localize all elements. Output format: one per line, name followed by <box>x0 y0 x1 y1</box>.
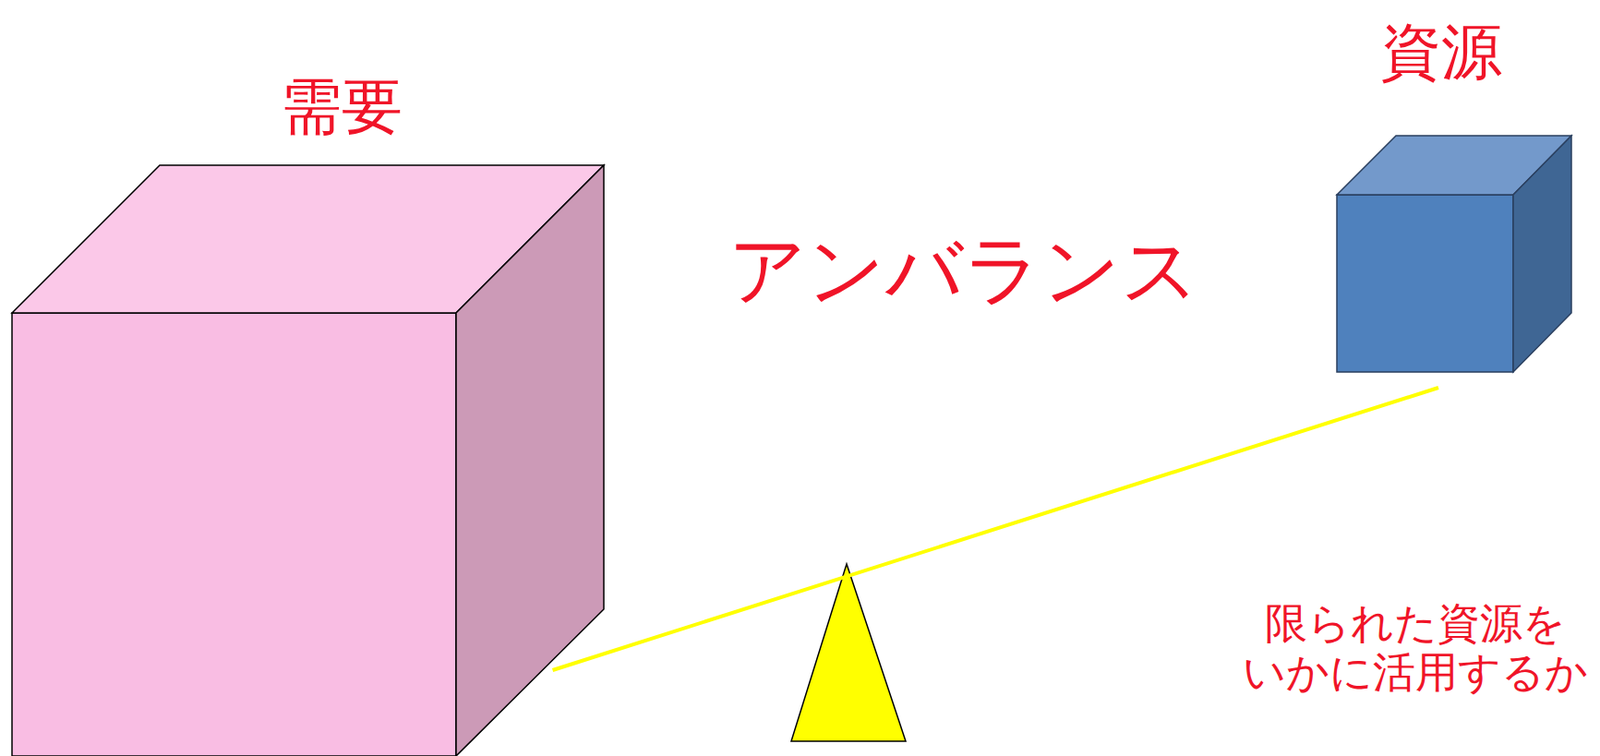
fulcrum-triangle <box>791 564 906 742</box>
cube-face <box>456 165 604 756</box>
cube-face <box>12 312 457 756</box>
cube-heading: 需要 <box>280 73 403 142</box>
cube-outline <box>12 165 604 756</box>
imbalance-label: アンバランス <box>728 226 1200 314</box>
cube-outline <box>1336 135 1572 373</box>
resource-cube: 資源 <box>1336 135 1572 373</box>
demand-cube: 需要 <box>12 165 604 756</box>
cube-face <box>1513 135 1572 373</box>
cube-face <box>1336 194 1514 373</box>
cube-heading: 資源 <box>1380 19 1503 87</box>
note-text: 限られた資源を いかに活用するか <box>1239 599 1591 698</box>
